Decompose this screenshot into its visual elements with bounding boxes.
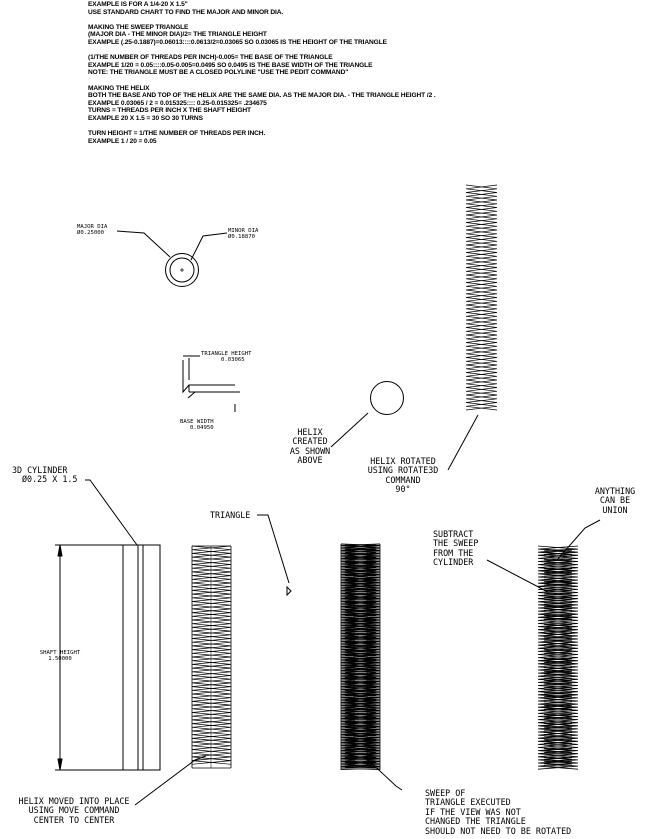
triangle-leader — [257, 514, 290, 584]
notes-line: (1/THE NUMBER OF THREADS PER INCH)-0.005… — [88, 54, 333, 62]
helix-circle — [370, 381, 404, 415]
notes-line: EXAMPLE 1 / 20 = 0.05 — [88, 137, 157, 145]
notes-line: (MAJOR DIA - THE MINOR DIA)/2= THE TRIAN… — [88, 31, 267, 39]
helix-moved — [191, 545, 232, 769]
helix-created-leader — [330, 412, 369, 448]
major-dia-label: MAJOR DIA Ø0.25000 — [77, 224, 108, 237]
anything-leader — [556, 519, 601, 561]
sweep-leader — [365, 757, 403, 791]
minor-dia-leader — [190, 232, 228, 261]
notes-line: MAKING THE SWEEP TRIANGLE — [88, 23, 189, 31]
notes-line: EXAMPLE IS FOR A 1/4-20 X 1.5" — [88, 1, 188, 8]
notes-line: EXAMPLE 0.03065 / 2 = 0.015325:::: 0.25-… — [88, 99, 267, 107]
notes-line: EXAMPLE (.25-0.1887)=0.06013::::0.0613/2… — [88, 38, 387, 46]
rotated-helix — [465, 184, 498, 411]
notes-line: MAKING THE HELIX — [88, 84, 150, 92]
notes-block: MAKING THE SWEEP TRIANGLE(MAJOR DIA - TH… — [88, 24, 436, 47]
notes-line: TURN HEIGHT = 1/THE NUMBER OF THREADS PE… — [88, 130, 266, 138]
base-width-label: BASE WIDTH 0.04950 — [180, 419, 214, 432]
triangle-height-label: TRIANGLE HEIGHT 0.03065 — [201, 351, 252, 364]
sweep-thread — [340, 543, 381, 771]
helix-moved-label: HELIX MOVED INTO PLACE USING MOVE COMMAN… — [18, 796, 130, 825]
cylinder-leader — [85, 479, 138, 546]
instruction-notes: EXAMPLE IS FOR A 1/4-20 X 1.5"USE STANDA… — [88, 1, 436, 153]
subtract-leader — [486, 559, 549, 593]
sweep-executed-label: SWEEP OF TRIANGLE EXECUTED IF THE VIEW W… — [425, 788, 572, 836]
major-dia-leader — [116, 230, 171, 258]
notes-line: BOTH THE BASE AND TOP OF THE HELIX ARE T… — [88, 92, 436, 100]
helix-created-label: HELIX CREATED AS SHOWN ABOVE — [289, 427, 331, 466]
triangle-label: TRIANGLE — [210, 510, 251, 520]
sweep-triangle — [182, 360, 235, 394]
helix-rotated-label: HELIX ROTATED USING ROTATE3D COMMAND 90° — [367, 456, 439, 495]
notes-line: TURNS = THREADS PER INCH X THE SHAFT HEI… — [88, 107, 251, 115]
notes-line: EXAMPLE 20 X 1.5 = 30 SO 30 TURNS — [88, 114, 203, 122]
small-triangle — [286, 585, 292, 597]
subtract-label: SUBTRACT THE SWEEP FROM THE CYLINDER — [433, 529, 479, 568]
shaft-height-label: SHAFT HEIGHT 1.50000 — [39, 650, 81, 663]
anything-label: ANYTHING CAN BE UNION — [594, 486, 636, 515]
notes-block: TURN HEIGHT = 1/THE NUMBER OF THREADS PE… — [88, 130, 436, 145]
notes-line: USE STANDARD CHART TO FIND THE MAJOR AND… — [88, 8, 284, 16]
minor-dia-circle — [169, 257, 195, 283]
minor-dia-label: MINOR DIA Ø0.18870 — [228, 228, 259, 241]
cylinder-label: 3D CYLINDER Ø0.25 X 1.5 — [12, 465, 78, 485]
notes-block: EXAMPLE IS FOR A 1/4-20 X 1.5"USE STANDA… — [88, 1, 436, 16]
cylinder-3d — [122, 544, 161, 771]
helix-rotated-leader — [447, 414, 479, 471]
major-dia-circle — [165, 253, 199, 287]
notes-line: EXAMPLE 1/20 = 0.05::::0.05-0.005=0.0495… — [88, 61, 373, 69]
notes-line: NOTE: THE TRIANGLE MUST BE A CLOSED POLY… — [88, 69, 349, 77]
notes-block: (1/THE NUMBER OF THREADS PER INCH)-0.005… — [88, 54, 436, 77]
final-threaded-rod — [537, 545, 579, 770]
helix-moved-leader — [134, 755, 207, 806]
